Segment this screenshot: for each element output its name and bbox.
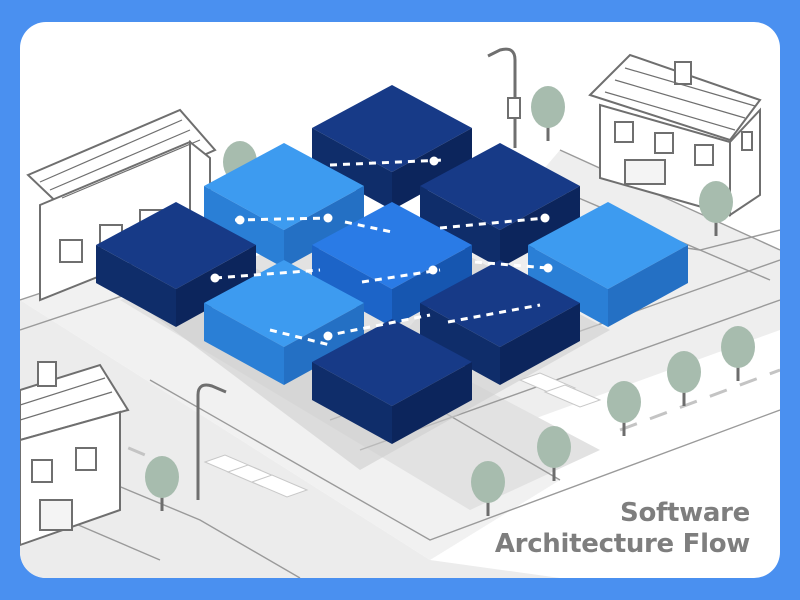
connection-lines: [214, 158, 549, 347]
connection-nodes: [210, 156, 553, 341]
illustration-frame: Software Architecture Flow: [20, 22, 780, 578]
house-icon: [588, 53, 762, 217]
block-bottom: [312, 319, 472, 444]
title-line-2: Architecture Flow: [494, 529, 750, 559]
architecture-blocks: [96, 85, 688, 444]
house-icon: [20, 361, 130, 547]
block-center: [312, 202, 472, 327]
diagram-title: Software Architecture Flow: [495, 498, 750, 560]
block-top: [312, 85, 472, 210]
block-lower-right: [420, 260, 580, 385]
street-lamp-icon: [196, 383, 227, 500]
street-lamp-icon: [487, 47, 521, 148]
block-upper-right: [420, 143, 580, 268]
crosswalk-icon: [203, 372, 602, 498]
block-upper-left: [204, 143, 364, 268]
title-line-1: Software: [620, 498, 750, 528]
block-left: [96, 202, 256, 327]
isometric-city-scene: [20, 47, 780, 578]
